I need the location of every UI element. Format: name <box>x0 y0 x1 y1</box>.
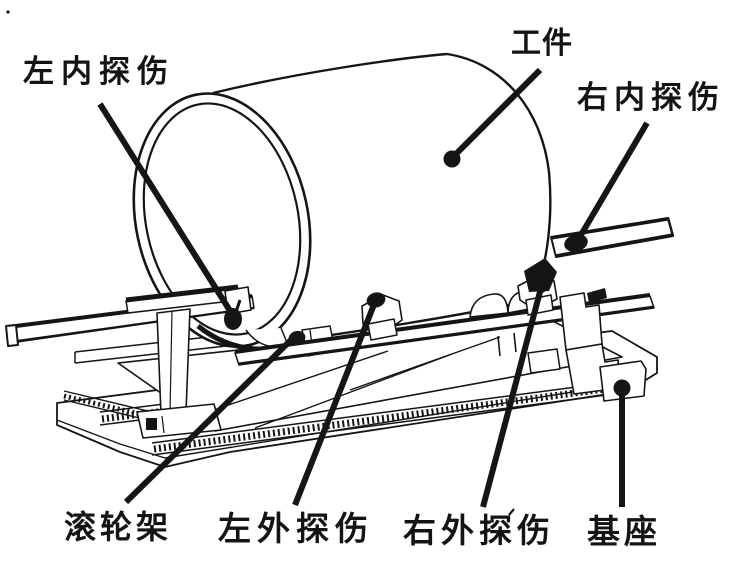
label-right-inner-probe: 右内探伤 <box>577 80 725 116</box>
scan-speck-topleft <box>6 10 10 14</box>
label-left-inner-probe: 左内探伤 <box>23 54 175 90</box>
label-base: 基座 <box>587 512 661 551</box>
label-right-outer-probe: 右外探伤 <box>403 511 555 550</box>
label-left-outer-probe: 左外探伤 <box>218 509 374 548</box>
leader-left-outer-probe <box>292 300 378 507</box>
leader-right-inner-probe <box>575 121 650 242</box>
leader-workpiece <box>449 67 543 161</box>
right-arm-clamp-wedge <box>524 258 557 292</box>
deck-frame <box>74 316 623 432</box>
label-workpiece: 工件 <box>511 26 573 61</box>
cylinder-end-ring-inner <box>142 102 302 336</box>
scan-speck-apostrophe <box>508 508 515 516</box>
dot-workpiece <box>443 150 461 168</box>
dot-right-inner-probe <box>564 234 588 252</box>
leader-roller-frame <box>123 335 296 505</box>
leader-right-outer-probe <box>480 287 544 508</box>
leader-left-inner-probe <box>97 102 235 316</box>
workpiece-cylinder <box>132 52 552 348</box>
callout-leaders <box>97 67 650 508</box>
dot-base <box>613 379 631 397</box>
base-rail-front <box>151 378 638 456</box>
callout-dots <box>443 150 631 397</box>
dot-right-outer-probe <box>535 281 547 293</box>
label-roller-frame: 滚轮架 <box>64 508 173 546</box>
